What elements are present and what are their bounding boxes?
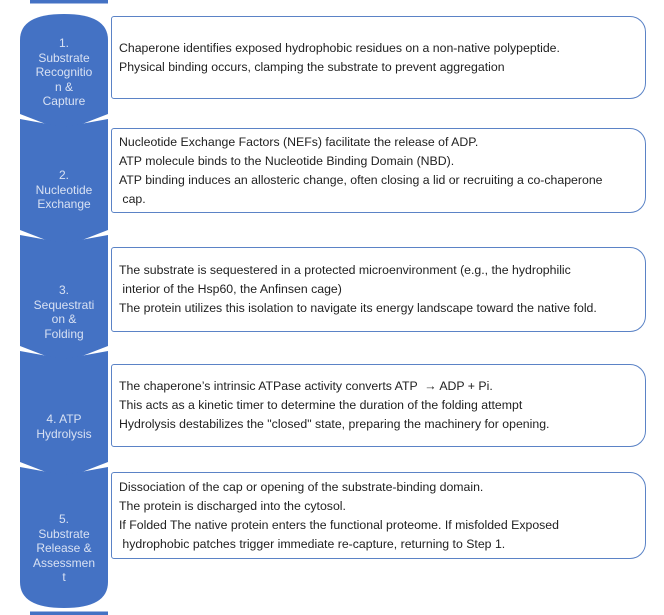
step-3-description-text: The substrate is sequestered in a protec… bbox=[119, 263, 597, 315]
step-3-label: 3. Sequestrati on & Folding bbox=[33, 283, 95, 341]
top-edge-strip bbox=[30, 0, 108, 4]
step-5-description-box: Dissociation of the cap or opening of th… bbox=[111, 472, 646, 559]
step-1-description-text: Chaperone identifies exposed hydrophobic… bbox=[119, 40, 560, 74]
step-5-description-text: Dissociation of the cap or opening of th… bbox=[119, 479, 559, 551]
bottom-edge-strip bbox=[30, 611, 108, 615]
step-2-description-box: Nucleotide Exchange Factors (NEFs) facil… bbox=[111, 128, 646, 213]
step-4-chevron bbox=[20, 351, 108, 479]
step-1-chevron bbox=[20, 14, 108, 131]
step-1-label: 1. Substrate Recognitio n & Capture bbox=[35, 36, 93, 108]
chevron-column bbox=[20, 0, 108, 615]
step-4-label: 4. ATP Hydrolysis bbox=[36, 412, 92, 441]
step-4-description-text: The chaperone’s intrinsic ATPase activit… bbox=[119, 379, 550, 431]
step-1-description-box: Chaperone identifies exposed hydrophobic… bbox=[111, 16, 646, 99]
step-2-label: 2. Nucleotide Exchange bbox=[35, 168, 93, 211]
step-2-description-text: Nucleotide Exchange Factors (NEFs) facil… bbox=[119, 134, 603, 206]
step-3-chevron bbox=[20, 235, 108, 363]
step-2-chevron bbox=[20, 119, 108, 247]
step-4-description-box: The chaperone’s intrinsic ATPase activit… bbox=[111, 364, 646, 447]
step-3-description-box: The substrate is sequestered in a protec… bbox=[111, 247, 646, 332]
step-5-chevron bbox=[20, 467, 108, 608]
step-5-label: 5. Substrate Release & Assessmen t bbox=[32, 512, 96, 584]
